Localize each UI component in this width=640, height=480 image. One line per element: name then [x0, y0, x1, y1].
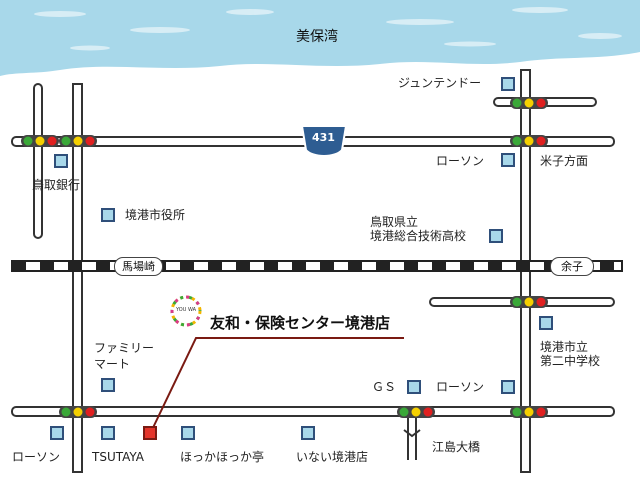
landmark-marker-icon-high-school — [489, 229, 503, 243]
landmark-marker-icon-city-office — [101, 208, 115, 222]
label-lawson-sw: ローソン — [12, 450, 61, 464]
label-hokka: ほっかほっか亭 — [180, 450, 265, 464]
route-shield-icon — [300, 125, 348, 157]
sea-texture — [34, 7, 622, 51]
label-lawson-ne: ローソン — [436, 154, 485, 168]
road-west-vertical-1 — [33, 83, 43, 239]
railway-line — [11, 260, 623, 272]
bay-name: 美保湾 — [296, 29, 338, 45]
traffic-signal-icon — [21, 135, 59, 147]
landmark-marker-icon-family-mart — [101, 378, 115, 392]
label-juntendo: ジュンテンドー — [398, 76, 482, 90]
label-eshima-bridge: 江島大橋 — [432, 440, 481, 454]
traffic-signal-icon — [59, 135, 97, 147]
traffic-signal-icon — [510, 97, 548, 109]
traffic-signal-icon — [510, 406, 548, 418]
landmark-marker-icon-lawson-ne — [501, 153, 515, 167]
traffic-signals — [21, 97, 548, 418]
sea-area — [0, 0, 640, 76]
route-number: 431 — [312, 131, 335, 144]
company-logo-icon — [170, 295, 202, 327]
label-yonago-direction: 米子方面 — [540, 154, 589, 168]
landmark-marker-icon-lawson-se — [501, 380, 515, 394]
label-tsutaya: TSUTAYA — [92, 450, 145, 464]
road-west-vertical-2 — [72, 83, 83, 473]
station-label-amago: 余子 — [550, 257, 594, 277]
label-lawson-se: ローソン — [436, 380, 485, 394]
landmark-marker-icon-tsutaya — [101, 426, 115, 440]
label-junior-high: 境港市立 第二中学校 — [540, 340, 601, 369]
target-marker-icon — [143, 426, 157, 440]
company-logo-text: YOU WA — [176, 307, 197, 313]
label-tottori-bank: 鳥取銀行 — [32, 178, 81, 192]
landmark-marker-icon-junior-high — [539, 316, 553, 330]
traffic-signal-icon — [59, 406, 97, 418]
target-leader-line — [149, 337, 404, 435]
target-shop-name: 友和・保険センター境港店 — [210, 314, 391, 332]
eshima-bridge — [403, 418, 421, 460]
landmark-marker-icon-gs — [407, 380, 421, 394]
landmark-marker-icon-inai — [301, 426, 315, 440]
landmark-marker-icon-juntendo — [501, 77, 515, 91]
landmark-marker-icon-lawson-sw — [50, 426, 64, 440]
traffic-signal-icon — [510, 135, 548, 147]
traffic-signal-icon — [510, 296, 548, 308]
label-city-office: 境港市役所 — [125, 208, 186, 222]
station-label-babasaki: 馬場崎 — [114, 257, 163, 277]
traffic-signal-icon — [397, 406, 435, 418]
landmark-marker-icon-tottori-bank — [54, 154, 68, 168]
label-gs: ＧＳ — [372, 380, 397, 394]
label-family-mart: ファミリー マート — [94, 341, 155, 372]
label-inai: いない境港店 — [296, 450, 369, 464]
label-high-school: 鳥取県立 境港総合技術高校 — [370, 215, 467, 244]
landmark-marker-icon-hokka — [181, 426, 195, 440]
